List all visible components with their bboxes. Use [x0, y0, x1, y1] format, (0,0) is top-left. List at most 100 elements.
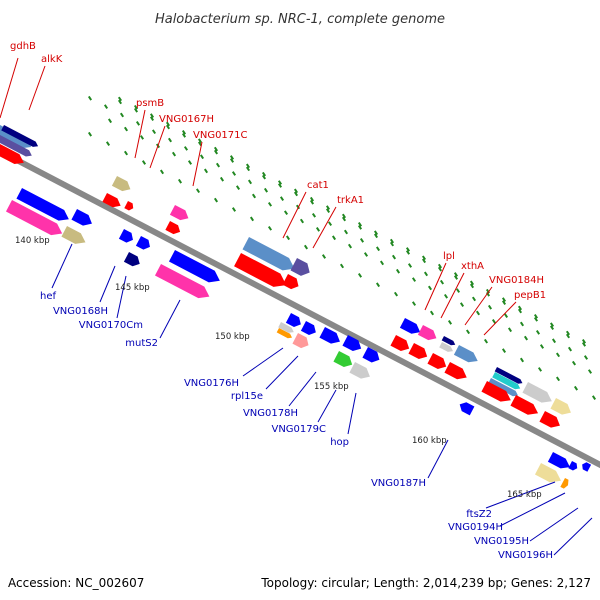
gene-label-VNG0196H: VNG0196H — [498, 550, 553, 561]
frame-dot — [165, 121, 171, 127]
gene-feature — [582, 462, 592, 472]
tick-label: 140 kbp — [15, 236, 50, 246]
frame-dot — [555, 352, 561, 358]
gene-label-lpl: lpl — [443, 251, 455, 262]
frame-dot — [87, 131, 93, 137]
frame-dot — [535, 330, 541, 335]
gene-label-trkA1: trkA1 — [337, 195, 364, 206]
frame-dot — [391, 254, 397, 260]
frame-dot — [565, 330, 571, 336]
leader-line — [499, 492, 566, 527]
frame-dot — [181, 133, 187, 138]
gene-feature — [333, 351, 353, 368]
frame-dot — [123, 150, 129, 156]
frame-dot — [363, 252, 369, 257]
frame-dot — [215, 162, 221, 168]
frame-dot — [315, 227, 321, 232]
frame-dot — [149, 113, 155, 119]
frame-dot — [197, 141, 203, 147]
frame-dot — [181, 130, 187, 135]
frame-dot — [341, 213, 347, 219]
gene-feature — [102, 193, 121, 208]
frame-dot — [453, 272, 459, 277]
gene-feature — [399, 318, 421, 334]
frame-dot — [447, 320, 453, 325]
frame-dot — [469, 280, 475, 286]
frame-dot — [565, 333, 571, 339]
frame-dot — [309, 199, 315, 205]
gene-feature — [234, 253, 287, 287]
frame-dot — [539, 344, 545, 349]
frame-dot — [279, 196, 285, 201]
frame-dot — [537, 367, 543, 372]
frame-dot — [517, 305, 523, 311]
gene-feature — [111, 176, 131, 192]
frame-dot — [411, 301, 417, 306]
frame-dot — [141, 160, 147, 165]
gene-feature — [118, 229, 133, 243]
frame-dot — [197, 138, 203, 144]
gene-label-VNG0179C: VNG0179C — [271, 424, 326, 435]
frame-dot — [453, 275, 459, 280]
frame-dot — [517, 308, 523, 314]
frame-dot — [485, 288, 491, 294]
gene-feature — [439, 342, 454, 352]
map-title: Halobacterium sp. NRC-1, complete genome — [155, 12, 445, 27]
frame-dot — [437, 266, 443, 272]
frame-dot — [503, 313, 509, 319]
frame-dot — [159, 169, 165, 175]
gene-feature — [390, 335, 410, 352]
frame-dot — [261, 171, 267, 177]
frame-dot — [549, 325, 555, 331]
frame-dot — [117, 99, 123, 105]
gene-labels: gdhBalkKpsmBVNG0167HVNG0171Ccat1trkA1lpl… — [10, 41, 553, 561]
frame-dot — [293, 191, 299, 197]
frame-dot — [571, 360, 577, 366]
gene-feature — [168, 250, 220, 283]
leader-line — [288, 371, 317, 407]
leader-line — [134, 109, 146, 159]
gene-label-mutS2: mutS2 — [125, 338, 158, 349]
gene-label-VNG0178H: VNG0178H — [243, 408, 298, 419]
gene-feature — [417, 325, 437, 341]
gene-label-pepB1: pepB1 — [514, 290, 546, 301]
frame-dot — [411, 277, 417, 282]
frame-dot — [341, 216, 347, 222]
leader-line — [485, 481, 556, 509]
frame-dot — [177, 178, 183, 184]
frame-dot — [407, 263, 413, 268]
gene-feature — [534, 463, 562, 483]
frame-dot — [389, 238, 395, 244]
frame-dot — [583, 355, 589, 360]
frame-dot — [229, 155, 235, 160]
topology-text: Topology: circular; Length: 2,014,239 bp… — [260, 576, 591, 590]
gene-label-VNG0176H: VNG0176H — [184, 378, 239, 389]
frame-dot — [213, 149, 219, 155]
gene-feature — [123, 252, 140, 267]
gene-feature — [547, 452, 570, 469]
frame-dot — [519, 321, 525, 327]
gene-feature — [362, 347, 380, 363]
frame-dot — [501, 297, 507, 302]
frame-dot — [133, 107, 139, 113]
gene-feature — [124, 201, 134, 211]
gene-feature — [492, 372, 521, 390]
frame-dot — [293, 188, 299, 194]
leader-line — [51, 243, 73, 289]
frame-dot — [465, 329, 471, 335]
gene-feature — [408, 343, 428, 360]
gene-feature — [494, 367, 523, 384]
leader-line — [242, 347, 284, 377]
frame-dot — [491, 319, 497, 324]
frame-dot — [519, 357, 525, 363]
gene-feature — [550, 398, 571, 415]
frame-dot — [247, 179, 253, 185]
frame-dot — [311, 212, 317, 218]
frame-dot — [213, 197, 219, 203]
gene-feature — [319, 327, 340, 344]
leader-line — [265, 355, 299, 390]
frame-dot — [587, 369, 593, 374]
frame-dot — [105, 141, 111, 147]
leader-line — [192, 141, 203, 187]
